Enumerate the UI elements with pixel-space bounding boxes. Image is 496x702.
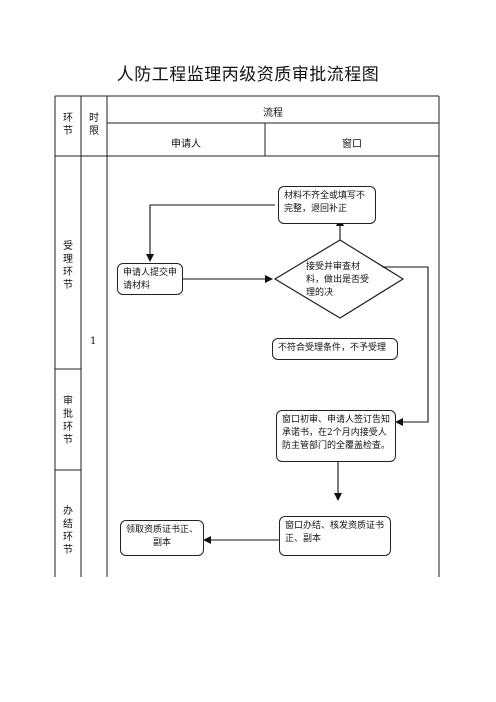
header-time-limit: 时限 xyxy=(89,113,99,137)
table-grid xyxy=(54,95,440,577)
header-flow: 流程 xyxy=(263,108,283,119)
node-submit-application: 申请人提交申请材料 xyxy=(117,263,183,295)
review-decision-diamond xyxy=(273,239,405,319)
node-review-decision: 接受并审查材料，做出是否受理的决 xyxy=(306,262,370,298)
flow-arrows xyxy=(146,204,429,544)
header-stage: 环节 xyxy=(63,113,73,137)
node-issue-certificate: 窗口办结、核发资质证书正、副本 xyxy=(279,516,391,556)
node-reject: 不符合受理条件，不予受理 xyxy=(272,338,398,360)
stage-accept: 受理环节 xyxy=(63,241,73,291)
stage-approve: 审批环节 xyxy=(63,396,73,446)
header-window: 窗口 xyxy=(342,139,362,150)
node-receive-certificate: 领取资质证书正、副本 xyxy=(120,520,204,556)
time-limit-value: 1 xyxy=(90,336,97,347)
stage-finish: 办结环节 xyxy=(63,506,73,556)
node-incomplete-return: 材料不齐全或填写不完整，退回补正 xyxy=(278,186,376,224)
header-applicant: 申请人 xyxy=(171,139,201,150)
page-title: 人防工程监理丙级资质审批流程图 xyxy=(116,65,380,85)
node-initial-review: 窗口初审、申请人签订告知承诺书，在2个月内接受人防主管部门的全覆盖检查。 xyxy=(276,410,396,462)
